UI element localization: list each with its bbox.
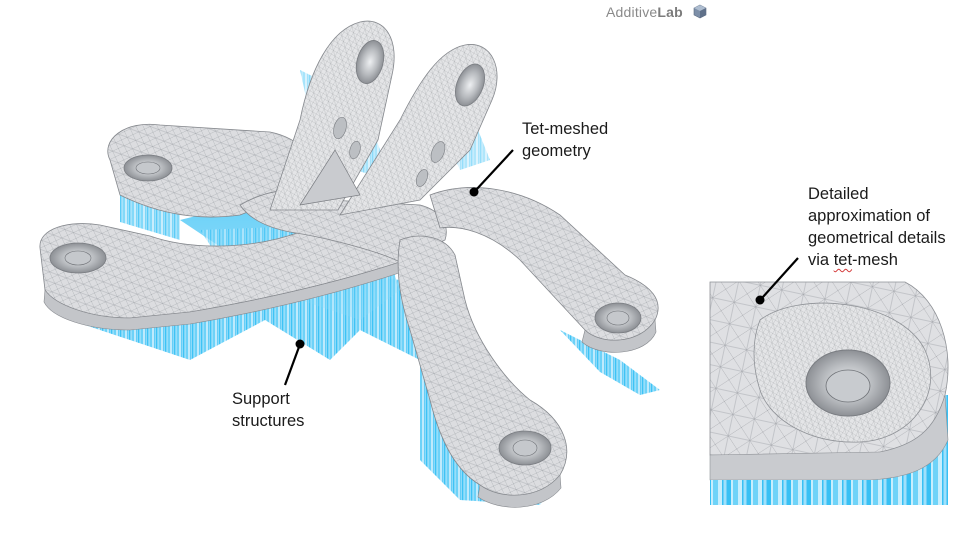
logo-text-light: Additive xyxy=(606,4,658,20)
leader-line-support xyxy=(283,346,301,386)
label-tet-meshed-geometry: Tet-meshed geometry xyxy=(522,118,608,162)
leader-dot-tet-meshed xyxy=(469,187,479,197)
label-line: Support xyxy=(232,390,290,408)
detail-inset xyxy=(709,281,949,505)
label-line-last: via tet-mesh xyxy=(808,249,946,271)
cube-icon xyxy=(693,4,707,19)
label-line: Tet-meshed xyxy=(522,120,609,138)
additivelab-logo: AdditiveLab xyxy=(606,4,683,20)
label-line: geometrical details xyxy=(808,229,946,247)
spellcheck-word: tet xyxy=(833,251,853,269)
leader-line-detailed xyxy=(761,257,799,299)
label-fragment: via xyxy=(808,251,834,269)
label-fragment: -mesh xyxy=(852,251,898,269)
label-line: Detailed xyxy=(808,185,869,203)
logo-text-bold: Lab xyxy=(657,4,683,20)
leader-line-tet-meshed xyxy=(475,149,514,191)
label-line: approximation of xyxy=(808,207,930,225)
label-detailed-approximation: Detailed approximation of geometrical de… xyxy=(808,183,946,271)
leader-lines xyxy=(283,149,799,386)
label-line: structures xyxy=(232,412,305,430)
leader-dot-detailed xyxy=(755,295,765,305)
leader-dot-support xyxy=(295,339,305,349)
label-support-structures: Support structures xyxy=(232,388,304,432)
label-line: geometry xyxy=(522,142,591,160)
tet-meshed-bracket xyxy=(39,20,659,508)
